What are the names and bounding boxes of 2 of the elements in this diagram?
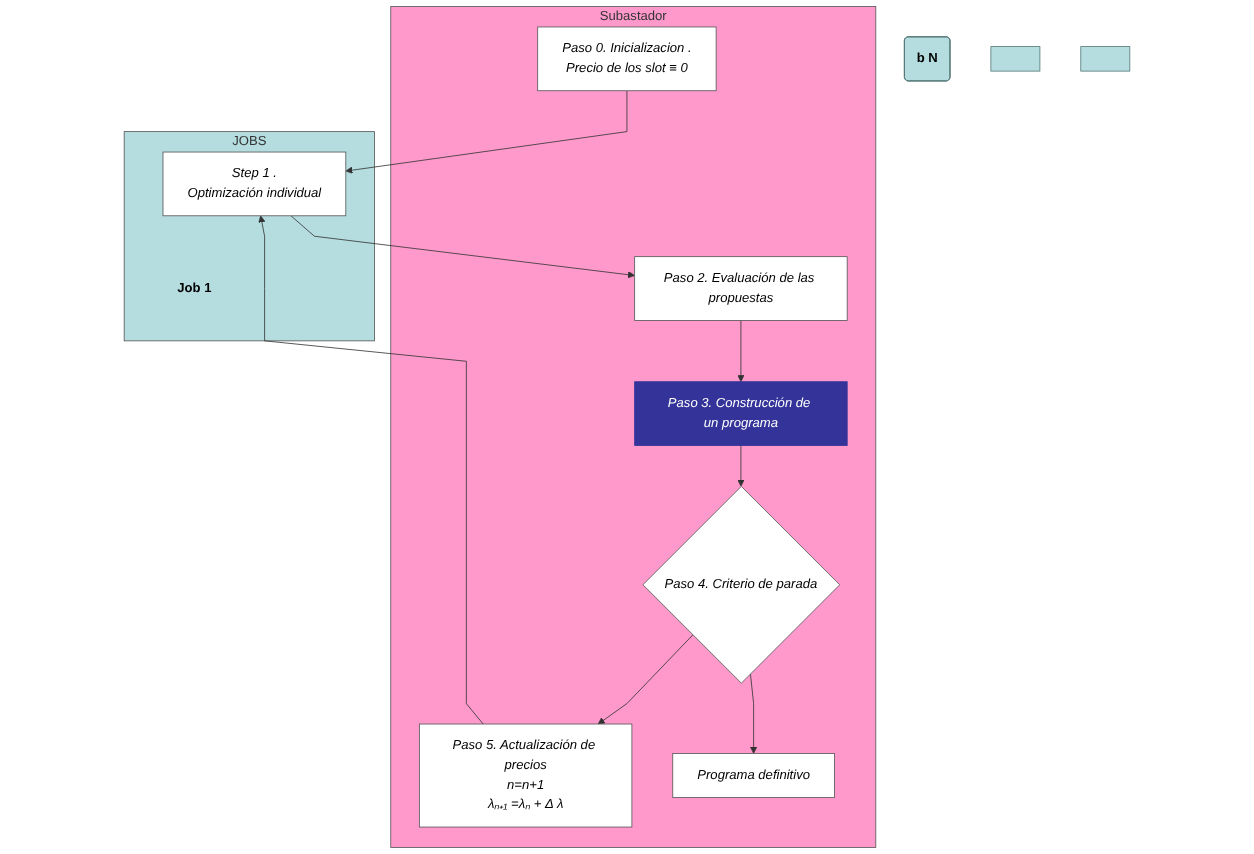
node-box [990, 46, 1041, 72]
node-box [1080, 46, 1131, 72]
